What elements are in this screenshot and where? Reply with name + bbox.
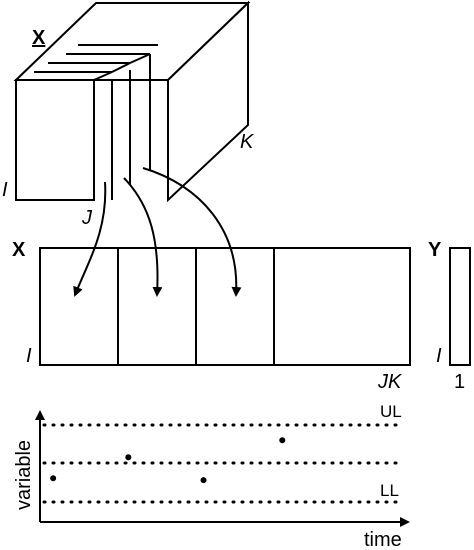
y-axis-label: variable [13,440,35,510]
unfolded-matrix [39,247,411,366]
tensor-block [13,0,251,203]
response-dim-i: I [436,345,442,367]
response-vector [449,247,471,366]
slab-edge-3 [129,53,151,64]
tensor-front-face [15,79,95,201]
upper-limit-label: UL [380,402,402,421]
chart-point-2 [125,454,132,461]
unfolded-label: X [12,239,26,261]
tensor-dim-k: K [240,131,255,153]
slab-edge [93,71,113,81]
lower-limit-label: LL [380,481,399,500]
slab-edge-2 [111,62,131,73]
chart-point-3 [200,477,207,484]
unfold-arrow-3 [142,167,242,297]
tensor-dim-j: J [81,207,93,229]
x-axis-label: time [364,529,402,550]
tensor-label: X [32,27,46,49]
chart-points [50,437,286,484]
unfolded-matrix-frame [39,247,411,366]
tensor-right-face [167,0,249,203]
chart-point-4 [279,437,286,444]
control-chart [35,410,410,527]
tensor-dim-i: I [2,179,8,201]
unfolded-dim-jk: JK [377,371,403,393]
response-label: Y [428,239,442,261]
chart-point-1 [50,475,57,482]
unfolded-dim-i: I [26,345,32,367]
unfold-arrow-2 [123,177,163,297]
unfold-arrow-1 [73,181,107,297]
response-dim-1: 1 [454,371,465,393]
